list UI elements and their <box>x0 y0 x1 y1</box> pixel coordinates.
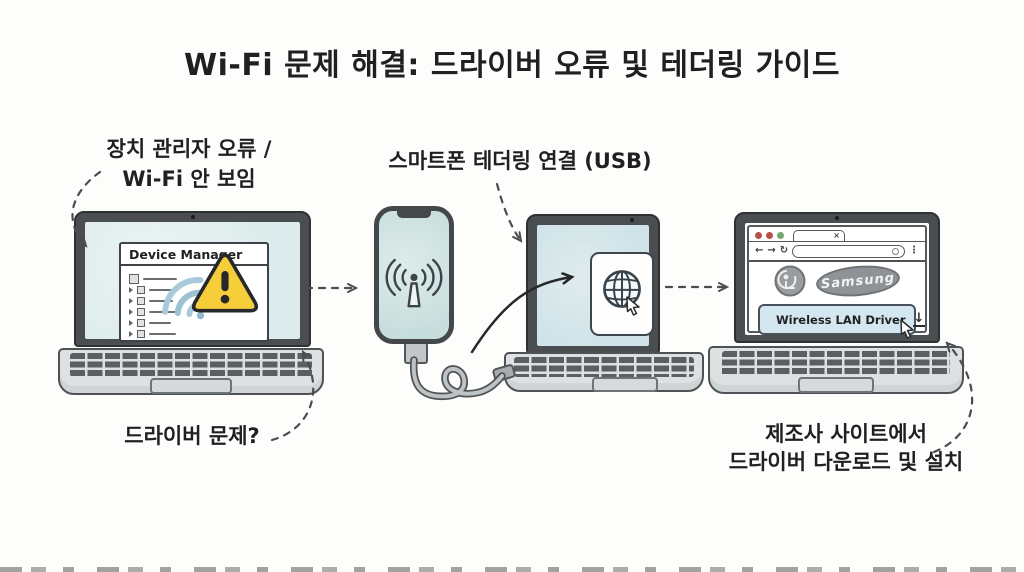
cropped-text-edge <box>0 567 1024 572</box>
laptop-right-screen: × ← → ↻ ⋮ Samsung <box>734 212 940 343</box>
window-minimize-dot[interactable] <box>766 232 773 239</box>
tree-row <box>129 284 267 295</box>
webcam-dot <box>835 216 839 220</box>
keyboard <box>722 351 950 376</box>
webcam-dot <box>190 215 195 219</box>
laptop-middle-base <box>504 352 704 392</box>
wifi-adapter-icon <box>137 318 145 327</box>
caption-line: 제조사 사이트에서 <box>765 422 927 446</box>
keyboard <box>70 353 312 377</box>
device-icon <box>137 285 145 294</box>
reload-icon[interactable]: ↻ <box>779 245 789 256</box>
manufacturer-logos: Samsung <box>749 262 925 300</box>
internet-card <box>590 252 654 336</box>
caret-icon <box>129 297 133 304</box>
menu-icon[interactable]: ⋮ <box>909 245 919 256</box>
browser-tab-bar: × <box>749 227 925 242</box>
download-driver-button[interactable]: Wireless LAN Driver ↓ <box>758 304 926 335</box>
laptop-left-base <box>58 348 324 395</box>
forward-icon[interactable]: → <box>767 245 776 256</box>
hotspot-antenna-icon <box>385 258 443 308</box>
computer-icon <box>129 273 139 284</box>
device-tree <box>121 266 267 339</box>
samsung-logo-text: Samsung <box>820 270 896 292</box>
device-icon <box>137 296 145 305</box>
browser-toolbar: ← → ↻ ⋮ <box>749 242 925 262</box>
trackpad <box>592 377 658 392</box>
cursor-icon <box>626 296 640 316</box>
caret-icon <box>129 286 133 293</box>
arrow-caption-to-middle-laptop <box>495 182 523 243</box>
tree-row <box>129 317 267 328</box>
caret-icon <box>129 330 133 337</box>
keyboard <box>514 357 694 377</box>
laptop-middle-screen <box>526 214 660 354</box>
tree-root-row <box>129 273 267 284</box>
download-icon[interactable]: ↓ <box>912 311 926 327</box>
tree-row <box>129 328 267 339</box>
webcam-dot <box>630 218 634 222</box>
window-zoom-dot[interactable] <box>777 232 784 239</box>
smartphone <box>374 206 454 344</box>
globe-icon <box>603 270 641 308</box>
page-title: Wi-Fi 문제 해결: 드라이버 오류 및 테더링 가이드 <box>184 48 840 83</box>
back-icon[interactable]: ← <box>755 245 764 256</box>
phone-notch <box>397 210 431 218</box>
caret-icon <box>129 308 133 315</box>
laptop-left-display: Device Manager <box>85 222 300 342</box>
trackpad <box>150 378 232 394</box>
caption-line: 드라이버 다운로드 및 설치 <box>728 450 964 475</box>
lg-logo-icon <box>774 265 806 297</box>
caret-icon <box>129 319 133 326</box>
browser-window: × ← → ↻ ⋮ Samsung <box>747 225 927 339</box>
address-bar-badge-icon <box>892 247 899 255</box>
device-icon <box>137 329 145 338</box>
tab-close-icon[interactable]: × <box>833 231 840 240</box>
laptop-right-display: × ← → ↻ ⋮ Samsung <box>745 223 929 339</box>
browser-tab[interactable]: × <box>793 230 845 241</box>
caption-line: 장치 관리자 오류 / <box>106 137 272 161</box>
caption-tethering: 스마트폰 테더링 연결 (USB) <box>388 149 652 173</box>
caption-driver-question: 드라이버 문제? <box>124 424 260 448</box>
usb-cable <box>411 358 504 399</box>
trackpad <box>798 377 874 393</box>
tree-row <box>129 295 267 306</box>
laptop-right-base <box>708 346 964 394</box>
address-bar[interactable] <box>792 244 905 258</box>
window-close-dot[interactable] <box>755 232 762 239</box>
browser-content: Samsung Wireless LAN Driver ↓ <box>749 262 926 339</box>
device-manager-title: Device Manager <box>121 244 267 266</box>
download-button-label: Wireless LAN Driver <box>776 312 906 327</box>
caption-line: Wi-Fi 안 보임 <box>122 167 256 192</box>
caption-download-install: 제조사 사이트에서 드라이버 다운로드 및 설치 <box>712 420 980 477</box>
usb-cable-outline <box>409 356 506 401</box>
usb-connector <box>404 342 428 364</box>
caption-device-manager-error: 장치 관리자 오류 / Wi-Fi 안 보임 <box>58 134 320 195</box>
laptop-left-screen: Device Manager <box>74 211 311 347</box>
cursor-icon <box>900 319 914 339</box>
device-icon <box>137 307 145 316</box>
warning-triangle-icon <box>189 250 261 318</box>
samsung-logo: Samsung <box>814 262 902 300</box>
